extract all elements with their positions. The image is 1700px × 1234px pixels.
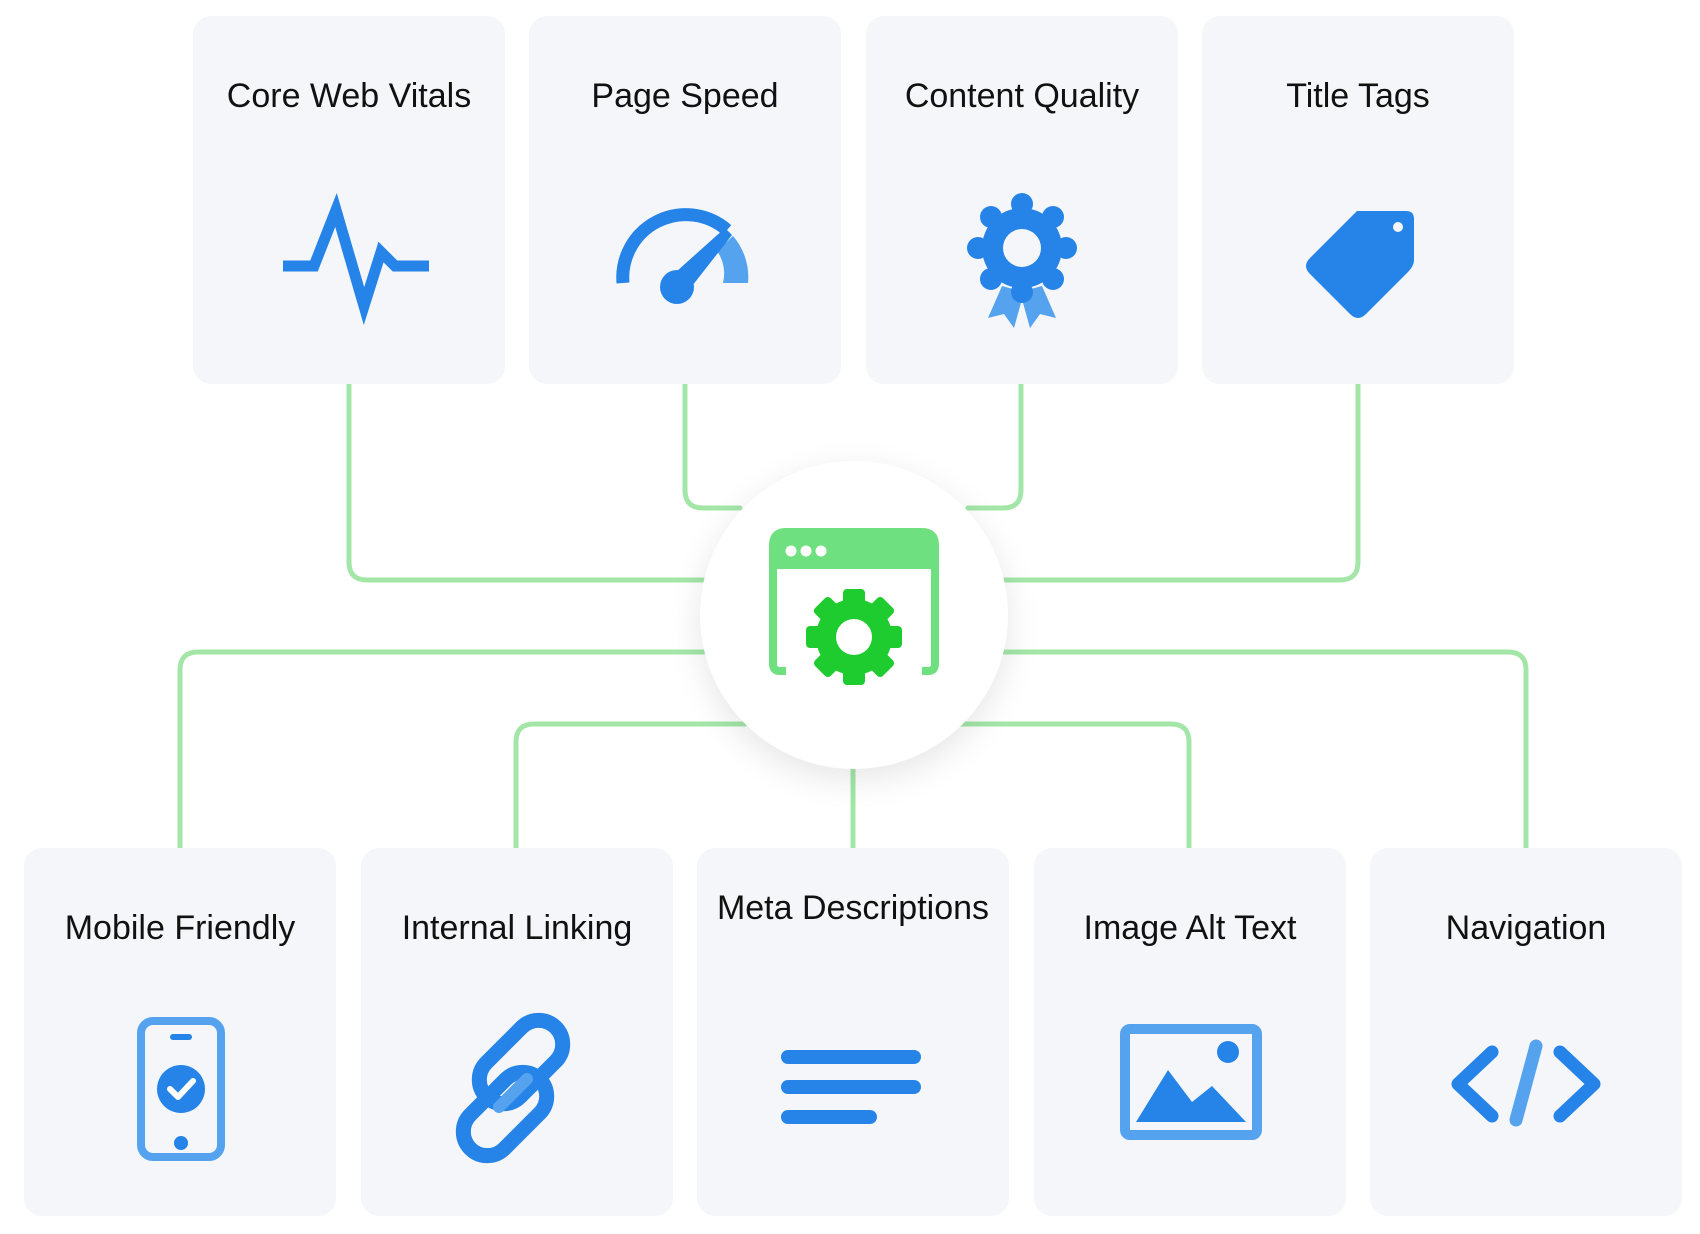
central-hub	[700, 461, 1008, 769]
card-mobile-friendly: Mobile Friendly	[24, 848, 336, 1216]
card-title-tags: Title Tags	[1202, 16, 1514, 384]
card-image-alt-text: Image Alt Text	[1034, 848, 1346, 1216]
card-meta-descriptions: Meta Descriptions	[697, 848, 1009, 1216]
card-label: Meta Descriptions	[716, 889, 990, 927]
image-icon	[1110, 1010, 1270, 1170]
mobile-check-icon	[100, 1010, 260, 1170]
connector-navigation	[987, 649, 1529, 851]
card-page-speed: Page Speed	[529, 16, 841, 384]
link-icon	[437, 1010, 597, 1170]
card-label: Mobile Friendly	[64, 909, 296, 947]
pulse-icon	[269, 188, 429, 348]
code-icon	[1446, 1010, 1606, 1170]
connector-page-speed	[682, 381, 743, 511]
card-content-quality: Content Quality	[866, 16, 1178, 384]
card-label: Content Quality	[904, 77, 1140, 115]
tag-icon	[1278, 188, 1438, 348]
card-label: Page Speed	[591, 77, 779, 115]
card-label: Core Web Vitals	[226, 77, 472, 115]
text-lines-icon	[773, 1010, 933, 1170]
card-label: Title Tags	[1286, 77, 1430, 115]
connector-content-quality	[965, 381, 1024, 511]
card-label: Internal Linking	[401, 909, 633, 947]
speedometer-icon	[605, 188, 765, 348]
card-label: Image Alt Text	[1083, 909, 1297, 947]
connector-internal-linking	[513, 721, 748, 851]
card-label: Navigation	[1445, 909, 1607, 947]
card-core-web-vitals: Core Web Vitals	[193, 16, 505, 384]
card-internal-linking: Internal Linking	[361, 848, 673, 1216]
connector-core-web-vitals	[346, 381, 723, 583]
connector-image-alt-text	[957, 721, 1192, 851]
connector-title-tags	[987, 381, 1361, 583]
browser-settings-icon	[769, 528, 939, 685]
connector-mobile-friendly	[177, 649, 718, 851]
card-navigation: Navigation	[1370, 848, 1682, 1216]
award-badge-icon	[942, 188, 1102, 348]
